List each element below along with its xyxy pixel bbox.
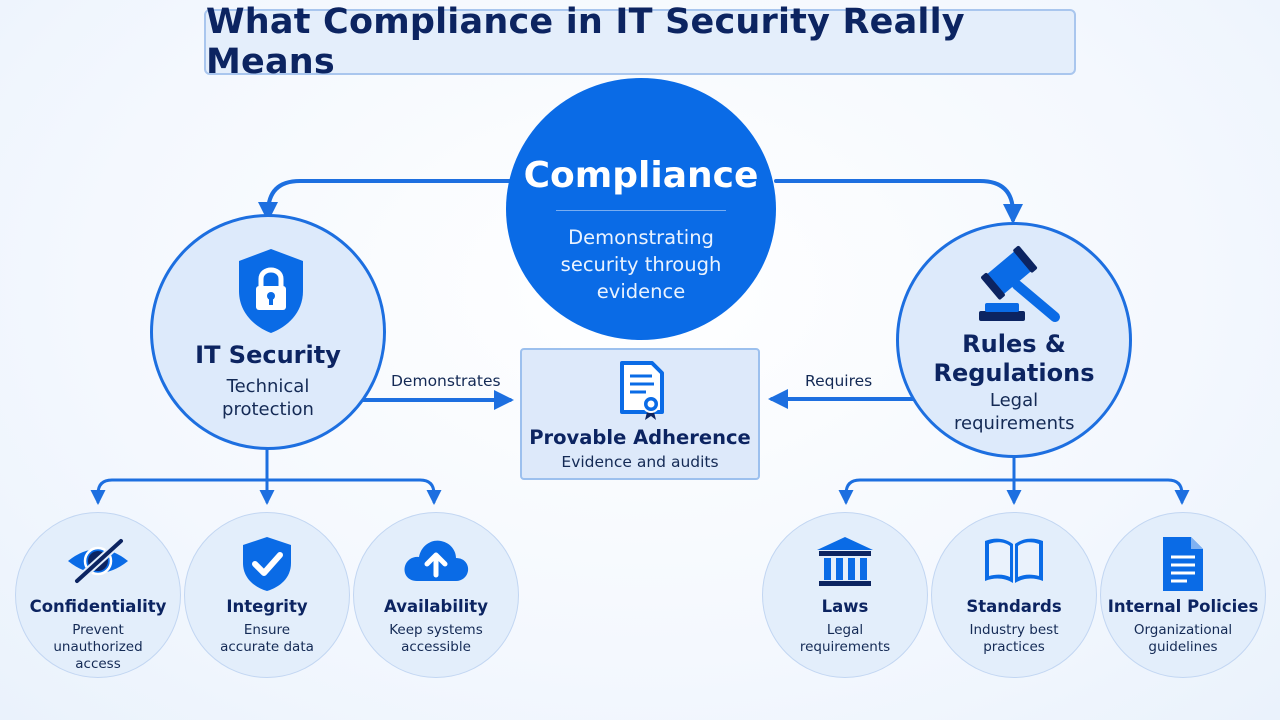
compliance-title: Compliance	[523, 155, 759, 196]
courthouse-icon	[817, 537, 873, 586]
internal-policies-subtitle: Organizational guidelines	[1133, 622, 1233, 655]
edge-label-demonstrates: Demonstrates	[391, 372, 501, 390]
shield-lock-icon	[239, 249, 303, 333]
certificate-document-icon	[620, 361, 664, 420]
page-title-box: What Compliance in IT Security Really Me…	[204, 2, 1076, 82]
confidentiality-title: Confidentiality	[29, 597, 167, 616]
cloud-upload-icon	[404, 540, 469, 581]
adherence-title: Provable Adherence	[529, 426, 751, 449]
document-icon	[1163, 537, 1203, 591]
arrow-to-availability	[265, 478, 442, 505]
availability-subtitle: Keep systems accessible	[389, 622, 483, 655]
internal-policies-node: Internal Policies Organizational guideli…	[1100, 512, 1266, 678]
compliance-node: Compliance Demonstrating security throug…	[506, 78, 776, 340]
it-security-title: IT Security	[195, 341, 341, 369]
it-security-node: IT Security Technical protection	[150, 214, 386, 450]
standards-subtitle: Industry best practices	[969, 622, 1059, 655]
rules-regulations-node: Rules & Regulations Legal requirements	[896, 222, 1132, 458]
edge-label-requires: Requires	[805, 372, 873, 390]
laws-node: Laws Legal requirements	[762, 512, 928, 678]
rules-subtitle: Legal requirements	[954, 390, 1075, 434]
integrity-subtitle: Ensure accurate data	[220, 622, 314, 655]
it-security-subtitle: Technical protection	[222, 376, 314, 420]
availability-title: Availability	[384, 597, 488, 616]
compliance-divider	[556, 210, 726, 211]
eye-slash-icon	[68, 538, 128, 584]
standards-node: Standards Industry best practices	[931, 512, 1097, 678]
shield-check-icon	[243, 537, 291, 591]
arrow-compliance-to-rules	[774, 179, 1023, 224]
confidentiality-subtitle: Prevent unauthorized access	[53, 622, 143, 672]
internal-policies-title: Internal Policies	[1107, 597, 1259, 616]
arrow-to-laws	[838, 478, 1016, 505]
rules-title: Rules & Regulations	[933, 330, 1095, 387]
gavel-icon	[979, 245, 1060, 322]
integrity-title: Integrity	[226, 597, 308, 616]
laws-subtitle: Legal requirements	[799, 622, 891, 655]
adherence-subtitle: Evidence and audits	[561, 453, 719, 471]
arrow-to-confidentiality	[90, 478, 269, 505]
compliance-subtitle: Demonstrating security through evidence	[560, 226, 722, 303]
provable-adherence-node: Provable Adherence Evidence and audits	[520, 348, 760, 480]
open-book-icon	[985, 538, 1043, 583]
laws-title: Laws	[821, 597, 869, 616]
arrow-to-policies	[1012, 478, 1190, 505]
page-title: What Compliance in IT Security Really Me…	[206, 2, 965, 82]
integrity-node: Integrity Ensure accurate data	[184, 512, 350, 678]
standards-title: Standards	[966, 597, 1062, 616]
confidentiality-node: Confidentiality Prevent unauthorized acc…	[15, 512, 181, 678]
arrow-compliance-to-security	[258, 179, 512, 222]
availability-node: Availability Keep systems accessible	[353, 512, 519, 678]
